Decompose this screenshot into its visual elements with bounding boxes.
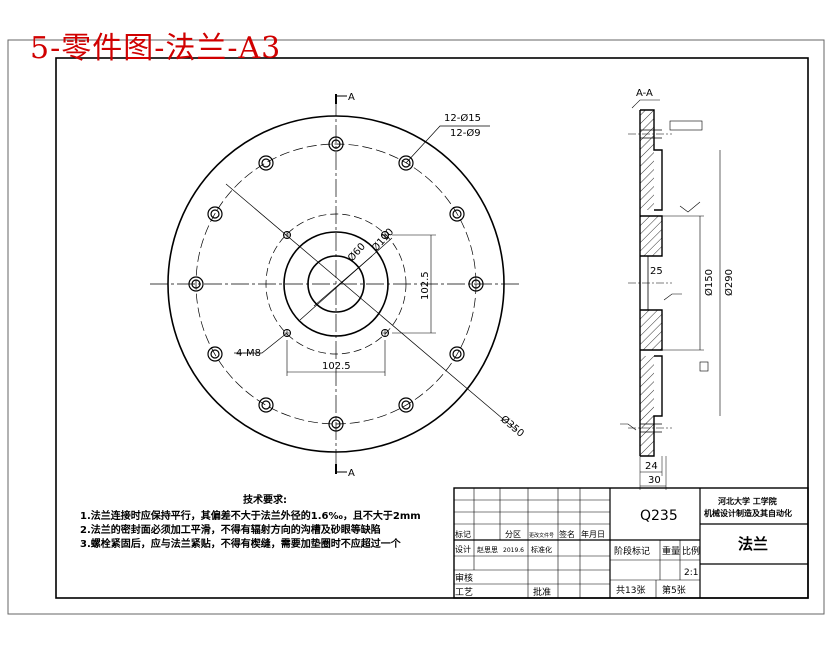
scale-label: 比例 <box>682 545 700 557</box>
bolt-hole <box>449 346 465 362</box>
outer-dia: Ø350 <box>498 413 526 440</box>
material: Q235 <box>640 508 678 524</box>
inner-frame <box>55 57 809 599</box>
dim-horizontal: 102.5 <box>322 361 351 372</box>
bolt-circle <box>195 143 477 425</box>
bolt-hole <box>207 346 223 362</box>
approve-label: 批准 <box>533 586 551 598</box>
weight-label: 重量 <box>662 545 680 557</box>
review-label: 审核 <box>455 572 473 584</box>
tapped-holes <box>283 231 389 337</box>
col-mark: 标记 <box>455 529 471 539</box>
design-date: 2019.6 <box>503 547 524 554</box>
notes-heading: 技术要求: <box>243 495 287 506</box>
bolt-hole <box>398 397 414 413</box>
bore-circle <box>307 255 365 313</box>
bolt-hole <box>398 155 414 171</box>
dim-vertical: 102.5 <box>420 271 431 300</box>
bolt-hole <box>207 206 223 222</box>
tapped-hole <box>381 231 389 239</box>
col-zone: 分区 <box>505 530 521 539</box>
technical-notes: 技术要求: 1.法兰连接时应保持平行，其偏差不大于法兰外径的1.6‰，且不大于2… <box>80 494 450 552</box>
school-line2: 机械设计制造及其自动化 <box>704 508 792 518</box>
total-sheets: 共13张 <box>616 585 645 596</box>
bolt-holes <box>188 136 484 432</box>
sheet-no: 第5张 <box>662 584 686 596</box>
col-date: 年月日 <box>581 529 605 539</box>
bolt-hole <box>328 416 344 432</box>
section-dim-24: 24 <box>645 461 658 472</box>
tapped-hole <box>381 329 389 337</box>
bolt-hole <box>188 276 204 292</box>
sheet-title: 5-零件图-法兰-A3 <box>30 31 282 66</box>
hole-label-2: 12-Ø9 <box>450 127 481 139</box>
section-dim-30: 30 <box>648 475 661 486</box>
section-mark-bottom: A <box>348 468 355 479</box>
bolt-hole <box>258 397 274 413</box>
section-dim-25: 25 <box>650 266 663 277</box>
scale-value: 2:1 <box>684 568 698 578</box>
row-design: 设计 <box>455 544 471 554</box>
bolt-hole <box>449 206 465 222</box>
process-label: 工艺 <box>455 587 473 598</box>
hole-label-1: 12-Ø15 <box>444 112 481 124</box>
part-name: 法兰 <box>738 535 768 553</box>
thread-label: 4-M8 <box>236 348 261 359</box>
flange-outer-circle <box>167 115 505 453</box>
title-block-text: Q235 河北大学 工学院 机械设计制造及其自动化 法兰 标记 分区 更改文件号… <box>455 496 792 598</box>
hub-circle <box>283 231 389 337</box>
std-label: 标准化 <box>531 545 552 554</box>
col-docno: 更改文件号 <box>529 532 554 539</box>
bolt-hole <box>258 155 274 171</box>
inner-dia-2: Ø110 <box>369 226 396 254</box>
front-view <box>150 94 520 474</box>
bolt-hole <box>468 276 484 292</box>
tapped-hole <box>283 231 291 239</box>
section-view-labels: A-A 25 Ø150 Ø290 24 30 <box>636 88 735 486</box>
notes-line-1: 1.法兰连接时应保持平行，其偏差不大于法兰外径的1.6‰，且不大于2mm <box>80 511 421 522</box>
section-dim-290: Ø290 <box>723 269 735 296</box>
stage-label: 阶段标记 <box>614 545 650 557</box>
title-block <box>453 487 809 599</box>
notes-line-3: 3.螺栓紧固后，应与法兰紧贴，不得有楔缝，需要加垫圈时不应超过一个 <box>80 539 401 550</box>
bolt-hole <box>328 136 344 152</box>
section-dim-150: Ø150 <box>703 269 715 296</box>
tapped-hole-circle <box>265 213 407 355</box>
section-title: A-A <box>636 88 653 99</box>
inner-dia-1: Ø60 <box>345 241 368 264</box>
section-view <box>620 99 721 490</box>
section-mark-top: A <box>348 92 355 103</box>
col-sign: 签名 <box>559 529 575 539</box>
designer: 赵思思 <box>477 545 498 554</box>
outer-frame <box>7 39 825 615</box>
school-line1: 河北大学 工学院 <box>718 496 777 506</box>
notes-line-2: 2.法兰的密封面必须加工平滑，不得有辐射方向的沟槽及砂眼等缺陷 <box>80 525 381 536</box>
